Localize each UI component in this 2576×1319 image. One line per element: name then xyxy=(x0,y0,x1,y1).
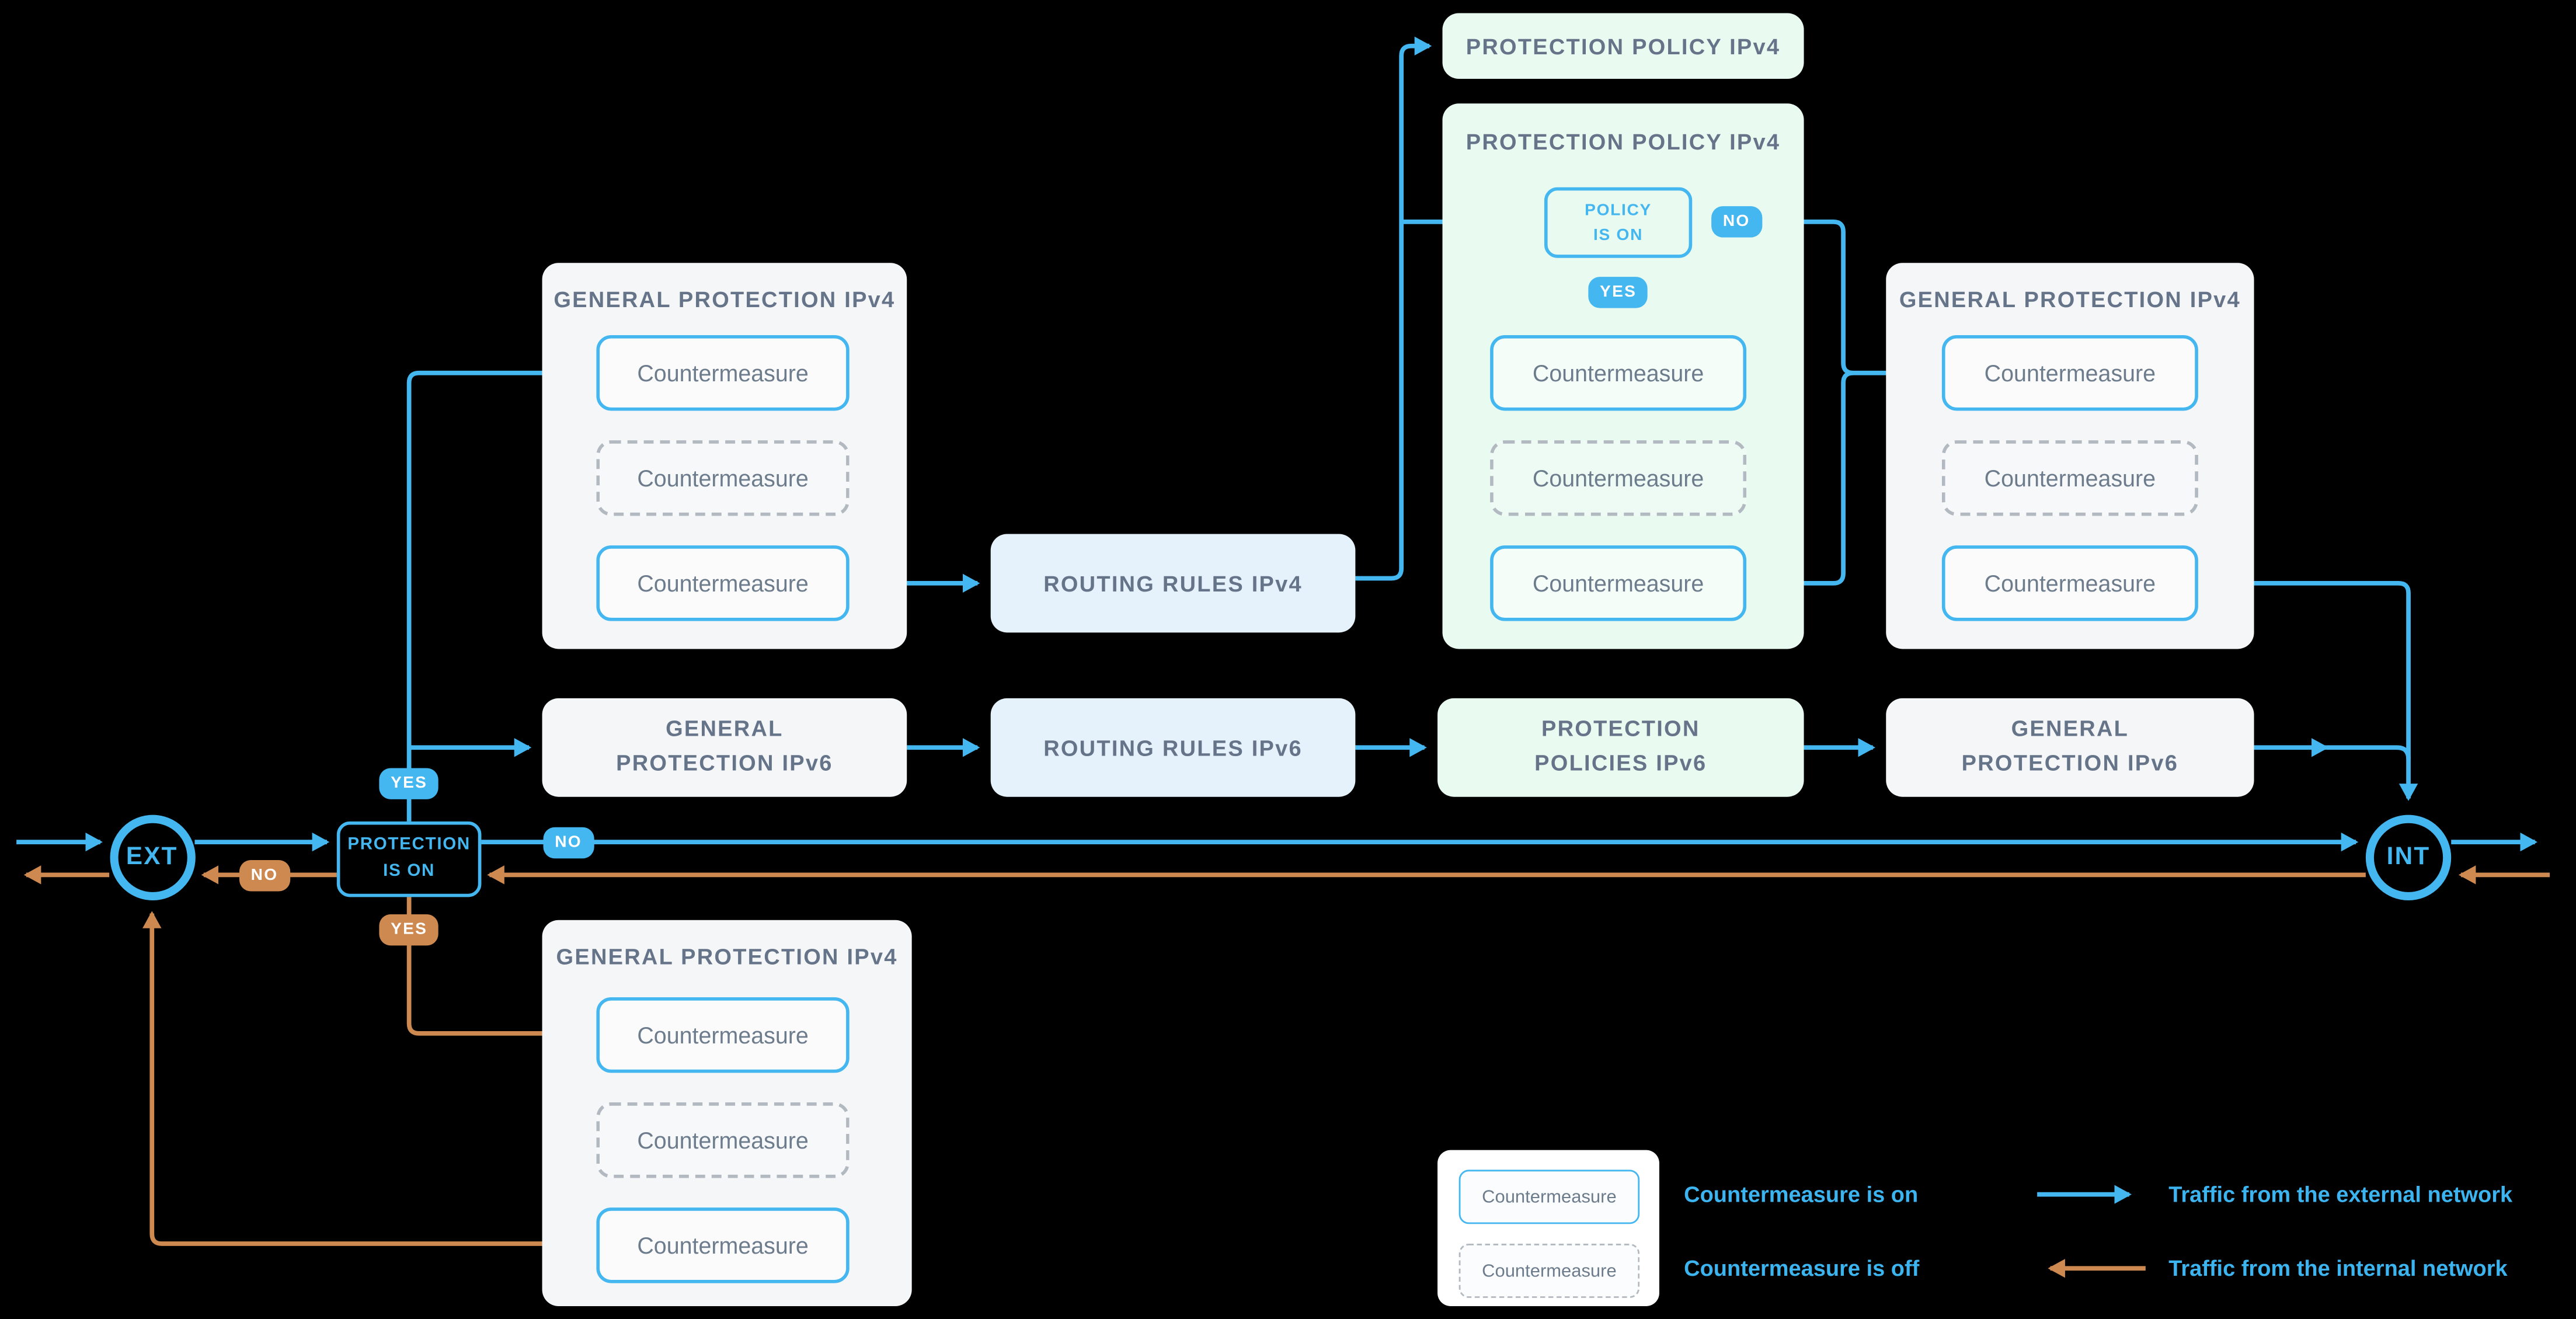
badge-main-no-orange: NO xyxy=(239,859,290,891)
countermeasure-label: Countermeasure xyxy=(1984,570,2156,597)
badge-main-no-blue: NO xyxy=(543,826,594,858)
flow-gp2-to-int xyxy=(2198,581,2418,801)
box-general-protection-ipv6-2: GENERAL PROTECTION IPv6 xyxy=(1886,698,2254,797)
box-title-line1: GENERAL xyxy=(666,716,784,742)
box-title: ROUTING RULES IPv4 xyxy=(1043,570,1303,596)
legend-cm-on-label: Countermeasure is on xyxy=(1684,1182,1919,1207)
box-protection-policies-ipv6: PROTECTION POLICIES IPv6 xyxy=(1437,698,1804,797)
countermeasure-label: Countermeasure xyxy=(1984,465,2156,492)
badge-main-yes-orange: YES xyxy=(379,914,439,946)
countermeasure-bottom-1: Countermeasure xyxy=(596,997,850,1073)
countermeasure-label: Countermeasure xyxy=(637,1022,809,1049)
legend-countermeasure-off-sample: Countermeasure xyxy=(1458,1244,1640,1298)
node-ext: EXT xyxy=(109,814,195,900)
box-routing-rules-ipv4: ROUTING RULES IPv4 xyxy=(990,534,1356,633)
countermeasure-label: Countermeasure xyxy=(1984,360,2156,387)
flow-gp3-return-to-ext xyxy=(142,911,597,1246)
box-title: GENERAL PROTECTION IPv4 xyxy=(556,944,898,970)
badge-policy-yes: YES xyxy=(1588,277,1648,308)
countermeasure-left-3: Countermeasure xyxy=(596,545,850,621)
countermeasure-left-1: Countermeasure xyxy=(596,335,850,411)
box-title: GENERAL PROTECTION IPv4 xyxy=(554,287,896,312)
decision-label-line1: POLICY xyxy=(1585,201,1652,220)
flow-pol-cm3-merge xyxy=(1751,370,1854,586)
decision-label-line1: PROTECTION xyxy=(347,835,471,855)
badge-main-yes-blue: YES xyxy=(379,768,439,799)
countermeasure-label: Countermeasure xyxy=(1482,1261,1617,1281)
countermeasure-label: Countermeasure xyxy=(637,1127,809,1154)
box-title: GENERAL PROTECTION IPv4 xyxy=(1899,287,2241,312)
box-title-line2: PROTECTION IPv6 xyxy=(1961,750,2179,776)
badge-policy-no: NO xyxy=(1711,206,1762,238)
countermeasure-label: Countermeasure xyxy=(1482,1186,1617,1207)
countermeasure-label: Countermeasure xyxy=(637,570,809,597)
flow-rr4-to-policy-header xyxy=(1355,36,1432,581)
node-int: INT xyxy=(2365,814,2452,900)
decision-label-line2: IS ON xyxy=(383,861,436,881)
box-general-protection-ipv6-1: GENERAL PROTECTION IPv6 xyxy=(542,698,907,797)
box-title-line2: PROTECTION IPv6 xyxy=(616,750,833,776)
box-title-line2: POLICIES IPv6 xyxy=(1534,750,1707,776)
flow-row2-exit-merge xyxy=(2326,745,2411,760)
countermeasure-right-1: Countermeasure xyxy=(1941,335,2198,411)
box-protection-policy-ipv4-header: PROTECTION POLICY IPv4 xyxy=(1442,13,1804,79)
box-title: ROUTING RULES IPv6 xyxy=(1043,735,1303,760)
legend-cm-off-label: Countermeasure is off xyxy=(1684,1256,1920,1281)
countermeasure-label: Countermeasure xyxy=(637,1232,809,1259)
decision-label-line2: IS ON xyxy=(1593,225,1644,244)
node-int-label: INT xyxy=(2386,843,2431,871)
countermeasure-policy-1: Countermeasure xyxy=(1490,335,1747,411)
countermeasure-right-3: Countermeasure xyxy=(1941,545,2198,621)
countermeasure-label: Countermeasure xyxy=(1532,465,1704,492)
countermeasure-label: Countermeasure xyxy=(637,360,809,387)
box-title: PROTECTION POLICY IPv4 xyxy=(1465,33,1781,58)
countermeasure-bottom-2-off: Countermeasure xyxy=(596,1102,850,1178)
flow-yes-riser-to-gp1 xyxy=(406,363,586,822)
decision-protection-is-on: PROTECTION IS ON xyxy=(336,821,482,897)
legend-external-traffic-label: Traffic from the external network xyxy=(2168,1182,2513,1207)
countermeasure-label: Countermeasure xyxy=(637,465,809,492)
box-title-line1: GENERAL xyxy=(2011,716,2129,742)
countermeasure-bottom-3: Countermeasure xyxy=(596,1207,850,1283)
box-title-line1: PROTECTION xyxy=(1541,716,1700,742)
countermeasure-left-2-off: Countermeasure xyxy=(596,440,850,516)
countermeasure-policy-2-off: Countermeasure xyxy=(1490,440,1747,516)
flow-yes-down-to-gp3 xyxy=(406,897,586,1043)
box-title: PROTECTION POLICY IPv4 xyxy=(1465,130,1781,155)
countermeasure-label: Countermeasure xyxy=(1532,570,1704,597)
countermeasure-label: Countermeasure xyxy=(1532,360,1704,387)
node-ext-label: EXT xyxy=(126,843,178,871)
decision-policy-is-on: POLICY IS ON xyxy=(1544,187,1693,258)
legend-countermeasure-on-sample: Countermeasure xyxy=(1458,1170,1640,1224)
countermeasure-right-2-off: Countermeasure xyxy=(1941,440,2198,516)
box-routing-rules-ipv6: ROUTING RULES IPv6 xyxy=(990,698,1356,797)
countermeasure-policy-3: Countermeasure xyxy=(1490,545,1747,621)
legend-internal-traffic-label: Traffic from the internal network xyxy=(2168,1256,2508,1281)
